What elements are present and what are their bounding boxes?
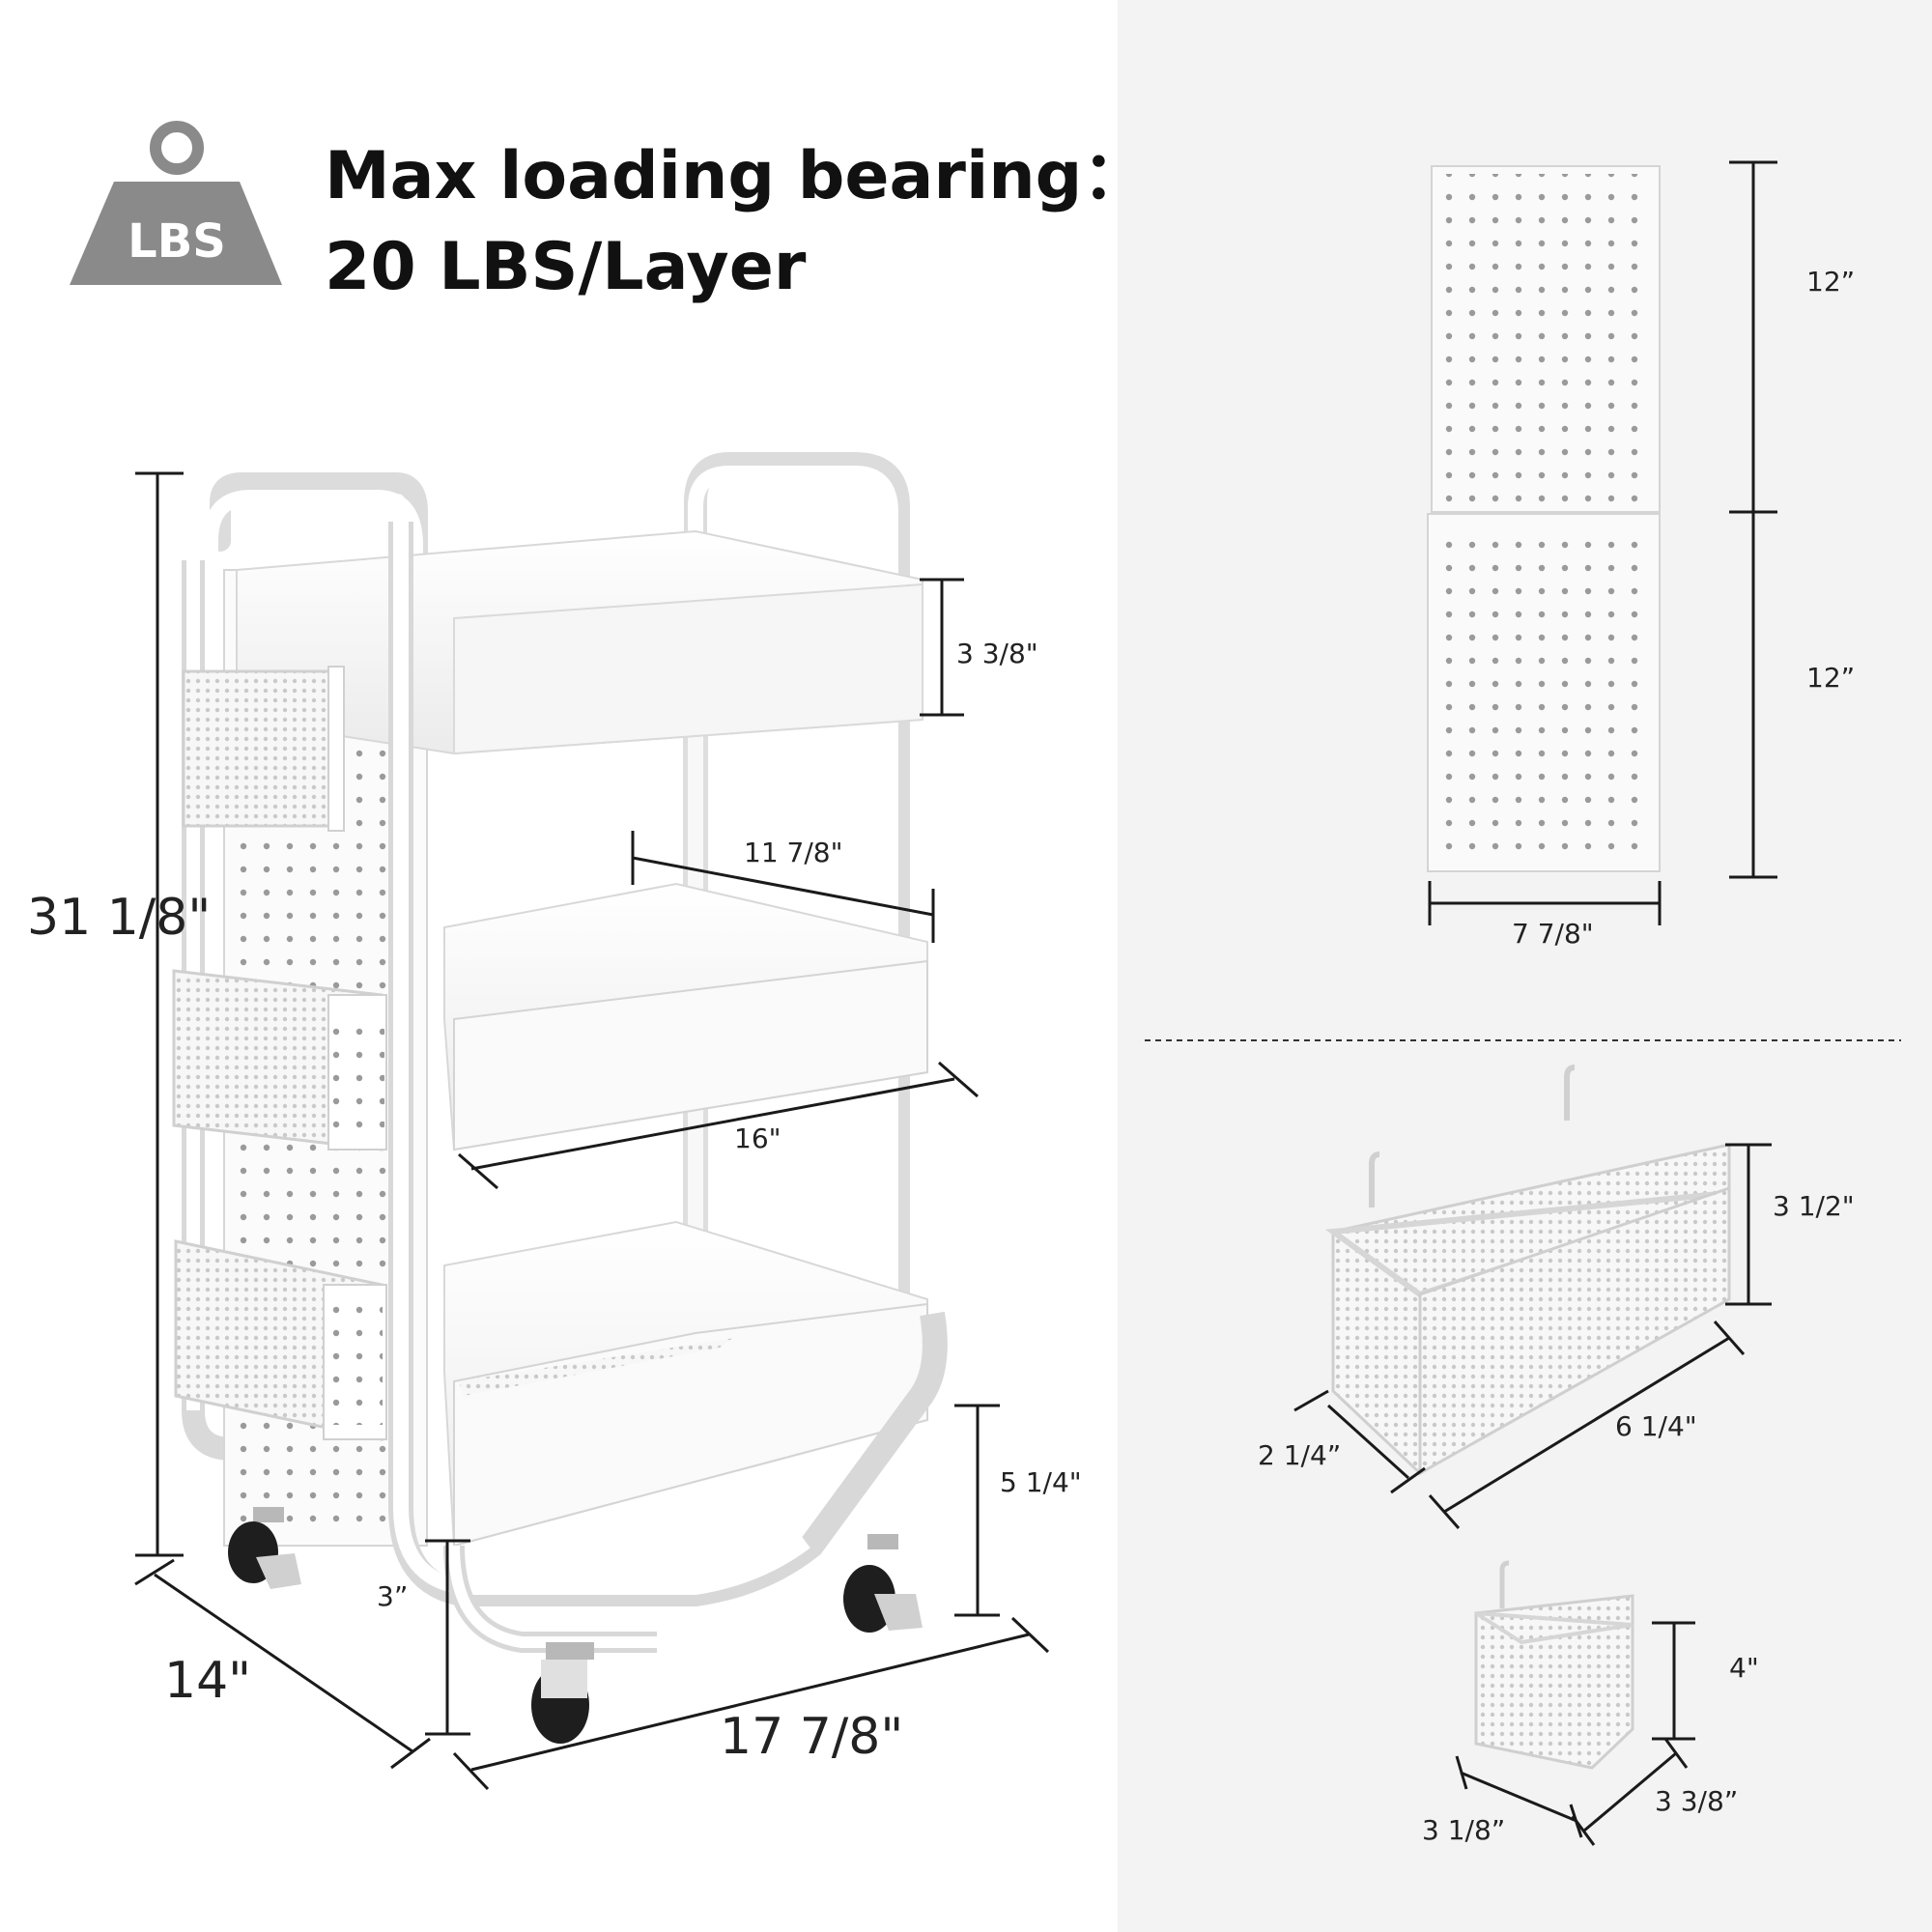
cart-dimension-lines [134,471,1050,1791]
small-cup-basket [182,666,345,832]
heading-line-1: Max loading bearing： [325,138,1149,214]
large-basket-height-label: 3 1/2" [1773,1190,1855,1222]
large-basket-lower [174,1239,387,1441]
large-basket-length-label: 6 1/4" [1615,1410,1697,1442]
weight-icon-label: LBS [128,214,226,269]
pegboard-dimension-lines [1428,160,1777,925]
small-basket-detail [1474,1560,1634,1770]
pegboard-width-label: 7 7/8" [1512,918,1594,950]
large-basket-upper [172,969,387,1151]
pegboard-upper-height-label: 12” [1806,266,1856,298]
pegboard-panels [1427,165,1661,872]
utility-cart [172,452,948,1744]
wheel-height-label: 3” [377,1580,409,1612]
pegboard-lower-height-label: 12” [1806,662,1856,694]
middle-tray [443,882,928,1151]
bottom-tray [443,1220,928,1548]
large-basket-depth-label: 2 1/4” [1258,1439,1342,1471]
cart-width-label: 17 7/8" [720,1708,904,1766]
tray-inner-depth-label: 11 7/8" [744,837,843,868]
caster-wheels [228,1507,923,1744]
cart-depth-label: 14" [164,1652,252,1710]
large-basket-detail [1324,1065,1731,1476]
cart-height-label: 31 1/8" [27,889,212,947]
small-basket-width-label: 3 3/8” [1655,1785,1739,1817]
small-basket-height-label: 4" [1729,1652,1759,1684]
large-basket-dimension-lines [1293,1143,1772,1529]
load-capacity-heading: Max loading bearing： 20 LBS/Layer [325,131,1148,313]
tray-length-label: 16" [734,1122,781,1154]
top-tray-depth-label: 3 3/8" [956,638,1038,669]
heading-line-2: 20 LBS/Layer [325,229,807,305]
small-basket-dimension-lines [1455,1621,1695,1846]
small-basket-depth-label: 3 1/8” [1422,1814,1506,1846]
bottom-clearance-label: 5 1/4" [1000,1466,1082,1498]
weight-icon [70,121,282,285]
